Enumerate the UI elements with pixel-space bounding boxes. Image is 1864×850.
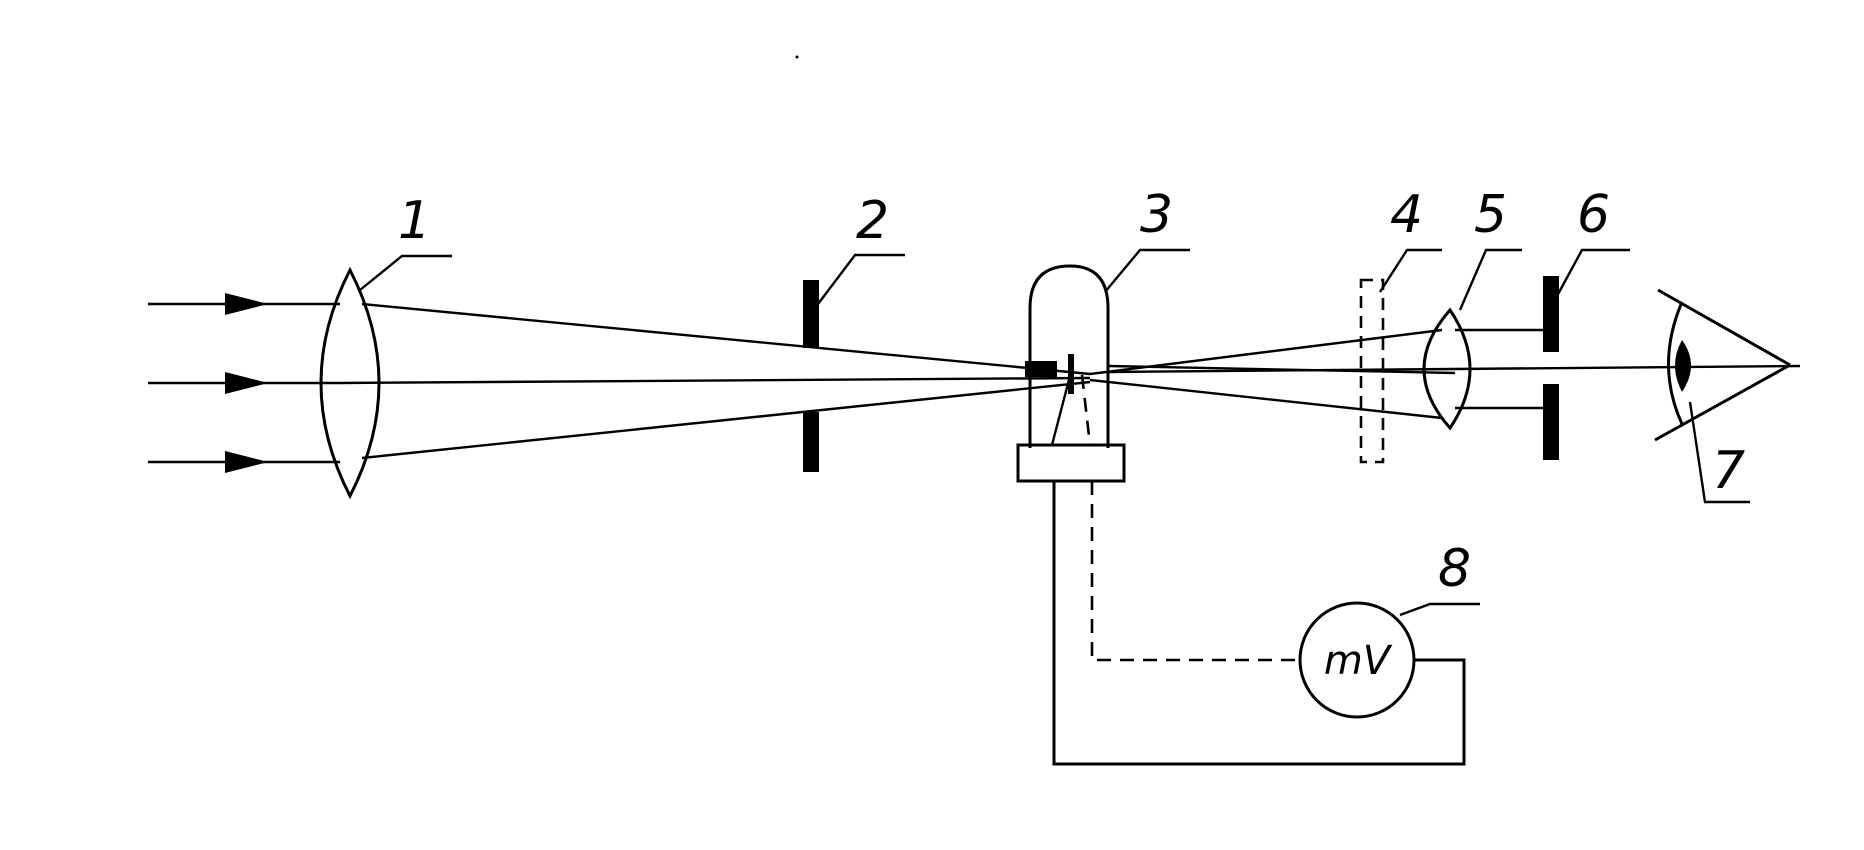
ray [339, 376, 1091, 385]
circuit-wire-solid [1052, 481, 1466, 766]
cell-3-element [1025, 361, 1057, 377]
leader-1 [359, 254, 452, 291]
circuit-wire-dashed [1090, 481, 1300, 662]
leader-5 [1458, 248, 1522, 311]
label-1: 1 [398, 191, 431, 251]
label-4: 4 [1390, 185, 1423, 245]
diverging-rays [1089, 328, 1801, 420]
diaphragm-6 [1543, 276, 1559, 460]
cell-3 [1016, 264, 1126, 483]
label-6: 6 [1577, 185, 1610, 245]
leader-6 [1555, 248, 1630, 297]
label-2: 2 [856, 191, 889, 251]
millivoltmeter-8 [1298, 601, 1416, 719]
label-8: 8 [1438, 539, 1471, 599]
leader-lines [359, 248, 1750, 617]
arrow-icon [225, 372, 268, 394]
label-7: 7 [1712, 441, 1745, 501]
eye-icon [1657, 288, 1791, 367]
diaphragm-2-upper [803, 280, 819, 348]
arrow-icon [225, 293, 268, 315]
leader-3 [1104, 248, 1190, 293]
incoming-rays [148, 293, 340, 473]
label-5: 5 [1474, 185, 1507, 245]
arrow-icon [225, 451, 268, 473]
ray [361, 380, 1091, 460]
leader-8 [1399, 602, 1480, 617]
diaphragm-2 [803, 280, 819, 472]
cell-3-base [1016, 443, 1126, 483]
lens-5 [1422, 307, 1472, 431]
lens-1 [319, 266, 381, 500]
converging-rays [339, 302, 1091, 460]
label-3: 3 [1140, 185, 1173, 245]
eye-pupil-icon [1675, 340, 1691, 392]
eye-icon [1654, 363, 1791, 442]
diaphragm-6-lower [1543, 384, 1559, 460]
ray [1089, 378, 1443, 420]
speck [795, 55, 799, 59]
eye-7 [1654, 288, 1791, 442]
cell-3-wire [1050, 371, 1073, 446]
filter-4 [1359, 278, 1385, 464]
cell-3-dashed-wire [1080, 374, 1092, 446]
eye-lens-icon [1667, 301, 1684, 425]
leader-4 [1378, 248, 1442, 293]
leader-2 [814, 253, 905, 309]
diaphragm-2-lower [803, 412, 819, 472]
callout-labels: 1 2 3 4 5 6 7 8 [398, 185, 1745, 599]
diaphragm-6-upper [1543, 276, 1559, 352]
millivoltmeter-label: mV [1324, 638, 1393, 684]
circuit: mV [1052, 481, 1466, 766]
ray [361, 302, 1091, 376]
leader-7 [1688, 401, 1750, 504]
